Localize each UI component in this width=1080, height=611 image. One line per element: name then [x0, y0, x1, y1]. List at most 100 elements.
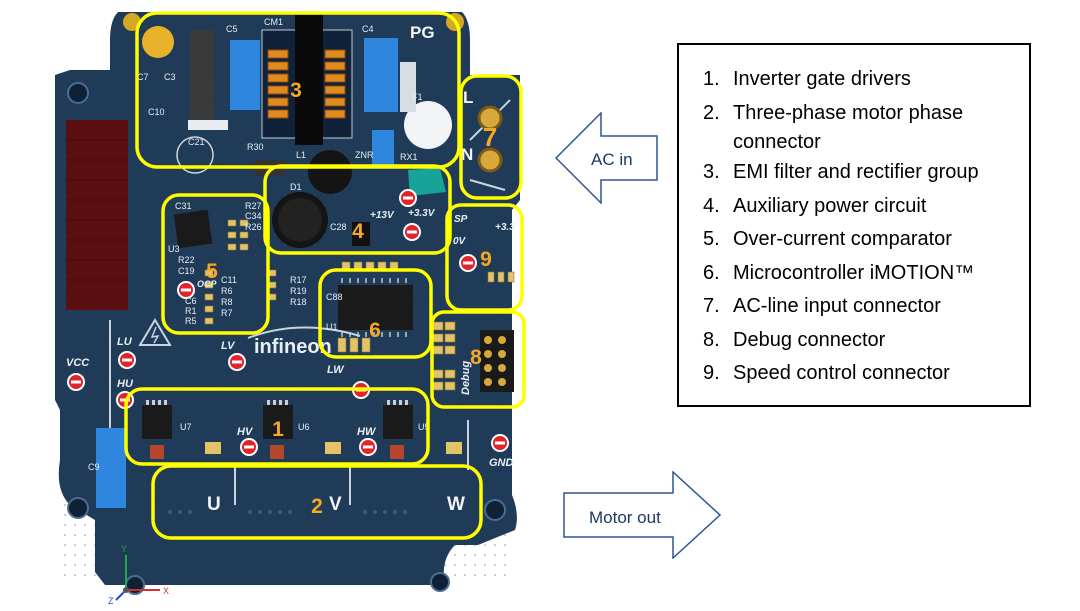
label-c5: C5	[226, 24, 238, 34]
legend-item: 7. AC-line input connector	[697, 290, 1029, 324]
axis-z-label: Z	[108, 596, 114, 606]
label-r6: R6	[221, 286, 233, 296]
legend-item: 5.Over-current comparator	[697, 223, 1029, 257]
fuse-holder	[404, 101, 452, 149]
mount-hole-icon	[67, 497, 89, 519]
label-ocp: OCP	[197, 279, 218, 289]
label-hw: HW	[357, 426, 377, 438]
mount-hole-icon	[484, 499, 506, 521]
label-c21: C21	[188, 137, 205, 147]
legend-item: 8. Debug connector	[697, 324, 1029, 358]
group-number-7: 7	[483, 122, 497, 152]
legend-item-number: 5.	[703, 228, 720, 250]
highlight-region-2	[151, 464, 483, 540]
label-13v: +13V	[370, 210, 395, 221]
ac-terminal-n	[477, 147, 503, 173]
legend-item-label: Speed control connector	[733, 362, 950, 384]
chip-u3	[173, 209, 213, 249]
label-r30: R30	[247, 142, 264, 152]
rectifier	[408, 168, 446, 196]
group-number-3: 3	[290, 79, 302, 102]
legend-list: 1. Inverter gate drivers 2.Three-phase mo…	[679, 45, 1029, 391]
label-u7: U7	[180, 422, 192, 432]
label-c88: C88	[326, 292, 343, 302]
bolt-icon	[142, 26, 174, 58]
label-3v3: +3.3V	[408, 208, 436, 219]
legend-item: 6. Microcontroller iMOTION™	[697, 257, 1029, 291]
label-c31: C31	[175, 201, 192, 211]
highlight-region-1	[124, 387, 430, 466]
legend-item-number: 8.	[703, 328, 720, 351]
label-c3: C3	[164, 72, 176, 82]
legend-item-label: EMI filter and rectifier group	[733, 161, 979, 183]
label-u5: U5	[418, 422, 430, 432]
label-r17: R17	[290, 275, 307, 285]
label-r18: R18	[290, 297, 307, 307]
label-c9: C9	[88, 462, 100, 472]
group-number-5: 5	[206, 260, 218, 283]
label-l1: L1	[296, 150, 306, 160]
legend-item-label: AC-line input connector	[733, 295, 941, 317]
legend-item: 3.EMI filter and rectifier group	[697, 156, 1029, 190]
label-c11: C11	[221, 275, 237, 285]
label-lv: LV	[221, 340, 236, 352]
highlight-region-9	[445, 203, 524, 312]
label-c7: C7	[137, 72, 149, 82]
axis-indicator: Y X Z	[108, 544, 169, 606]
capacitor-c7	[190, 30, 214, 120]
mount-hole-icon	[67, 82, 89, 104]
label-w-phase: W	[447, 494, 465, 515]
label-lu: LU	[117, 336, 133, 348]
gate-driver-chip-u6	[263, 405, 293, 439]
ac-terminal-l	[477, 105, 503, 131]
label-u6: U6	[298, 422, 310, 432]
label-plus33: +3.3	[495, 222, 515, 233]
legend-box: 1. Inverter gate drivers 2.Three-phase mo…	[677, 43, 1031, 407]
bulk-capacitor	[308, 150, 352, 194]
label-0v: 0V	[453, 236, 467, 247]
label-c10: C10	[148, 107, 165, 117]
label-r5: R5	[185, 316, 197, 326]
label-u1: U1	[326, 322, 338, 332]
legend-item-number: 6.	[703, 261, 720, 284]
label-r8: R8	[221, 297, 233, 307]
legend-item-number: 1.	[703, 68, 720, 90]
label-lw: LW	[327, 364, 345, 376]
infineon-logo: infineon	[254, 336, 332, 358]
legend-item-number: 7.	[703, 295, 720, 317]
label-rx1: RX1	[400, 152, 418, 162]
pcb-board-svg: infineon C5 CM1 C4 C7 C3 C10 F1 C21 R30 …	[55, 11, 526, 606]
label-c19: C19	[178, 266, 195, 276]
ac-in-label: AC in	[591, 150, 633, 169]
legend-item-number: 9.	[703, 362, 720, 384]
axis-x-label: X	[163, 586, 169, 596]
label-hu: HU	[117, 378, 134, 390]
group-number-1: 1	[272, 418, 284, 441]
ac-in-arrow: AC in	[555, 112, 658, 204]
label-r26: R26	[245, 222, 262, 232]
label-hv: HV	[237, 426, 254, 438]
highlight-region-7	[459, 74, 523, 200]
legend-item-label-line2: connector	[733, 131, 821, 153]
label-r1: R1	[185, 306, 197, 316]
label-pg: PG	[410, 23, 435, 42]
label-c28: C28	[330, 222, 347, 232]
legend-item-number: 2.	[703, 101, 720, 124]
label-v-phase: V	[329, 494, 342, 515]
label-cm1: CM1	[264, 17, 283, 27]
legend-item-label: Microcontroller iMOTION™	[733, 261, 975, 284]
label-c4: C4	[362, 24, 374, 34]
legend-item-label: Auxiliary power circuit	[733, 194, 927, 217]
label-r22: R22	[178, 255, 195, 265]
label-vcc: VCC	[66, 357, 90, 369]
group-number-9: 9	[480, 248, 492, 271]
group-number-8: 8	[470, 346, 482, 369]
high-voltage-warning-icon	[138, 318, 172, 346]
legend-item: 9. Speed control connector	[697, 357, 1029, 391]
group-number-6: 6	[369, 319, 381, 342]
legend-item-label: Debug connector	[733, 328, 886, 351]
highlight-regions	[124, 11, 526, 540]
legend-item-label: Inverter gate drivers	[733, 68, 911, 90]
capacitor-c4	[364, 38, 398, 112]
